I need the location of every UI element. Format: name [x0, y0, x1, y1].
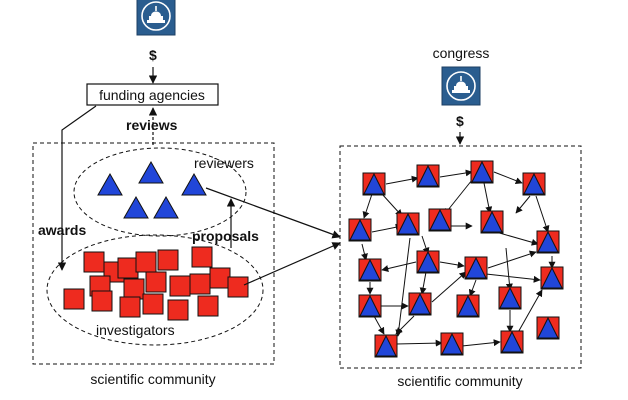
network-edges: [361, 169, 556, 347]
investigator-node: [119, 296, 141, 318]
investigator-node: [83, 251, 105, 273]
network-node: [536, 316, 560, 340]
network-node: [500, 330, 524, 354]
awards-label: awards: [38, 222, 86, 238]
capitol-dome-icon: [441, 66, 481, 106]
reviewer-node: [123, 195, 149, 219]
congress-label: congress: [433, 45, 490, 61]
proposals-label: proposals: [192, 228, 259, 244]
reviewers-ellipse: [73, 147, 247, 237]
network-node: [348, 218, 372, 242]
network-node: [416, 164, 440, 188]
dollar-label-right: $: [456, 113, 464, 129]
network-node: [456, 294, 480, 318]
network-node: [428, 208, 452, 232]
reviewer-node: [181, 172, 207, 196]
reviewer-triangles: [97, 160, 207, 219]
investigator-node: [157, 249, 179, 271]
investigator-node: [167, 299, 189, 321]
network-node: [536, 230, 560, 254]
network-node: [358, 258, 382, 282]
investigator-node: [227, 276, 249, 298]
investigator-squares: [63, 246, 249, 321]
investigator-node: [197, 295, 219, 317]
reviews-label: reviews: [126, 117, 178, 133]
dollar-label-left: $: [149, 47, 157, 63]
network-node: [498, 286, 522, 310]
left-community-label: scientific community: [90, 371, 215, 387]
reviewer-node: [97, 172, 123, 196]
investigator-node: [145, 271, 167, 293]
network-node: [362, 172, 386, 196]
reviewer-node: [153, 195, 179, 219]
congress-seal-right: [441, 66, 481, 106]
network-node: [396, 212, 420, 236]
network-node: [480, 210, 504, 234]
network-node: [374, 334, 398, 358]
investigators-ellipse: [46, 234, 264, 346]
investigator-node: [135, 251, 157, 273]
investigators-label: investigators: [96, 322, 175, 338]
network-nodes: [348, 160, 564, 358]
network-node: [470, 160, 494, 184]
network-node: [416, 250, 440, 274]
investigator-node: [63, 288, 85, 310]
investigator-node: [209, 267, 231, 289]
capitol-dome-icon: [136, 0, 176, 36]
investigator-node: [189, 273, 211, 295]
funding-agencies-box: [86, 83, 219, 106]
investigator-node: [169, 275, 191, 297]
investigator-node: [117, 257, 139, 279]
funding-agencies-label: funding agencies: [99, 87, 205, 103]
network-node: [358, 294, 382, 318]
network-node: [540, 266, 564, 290]
investigator-node: [123, 278, 145, 300]
investigator-node: [91, 290, 113, 312]
reviewers-label: reviewers: [194, 155, 254, 171]
right-community-label: scientific community: [397, 373, 522, 389]
investigator-node: [191, 246, 213, 268]
reviewer-node: [138, 160, 164, 184]
network-node: [464, 256, 488, 280]
right-community-box: [339, 145, 582, 369]
network-node: [408, 292, 432, 316]
left-community-box: [32, 142, 275, 365]
network-node: [440, 332, 464, 356]
network-node: [522, 172, 546, 196]
investigator-node: [142, 293, 164, 315]
congress-seal-left: [136, 0, 176, 36]
